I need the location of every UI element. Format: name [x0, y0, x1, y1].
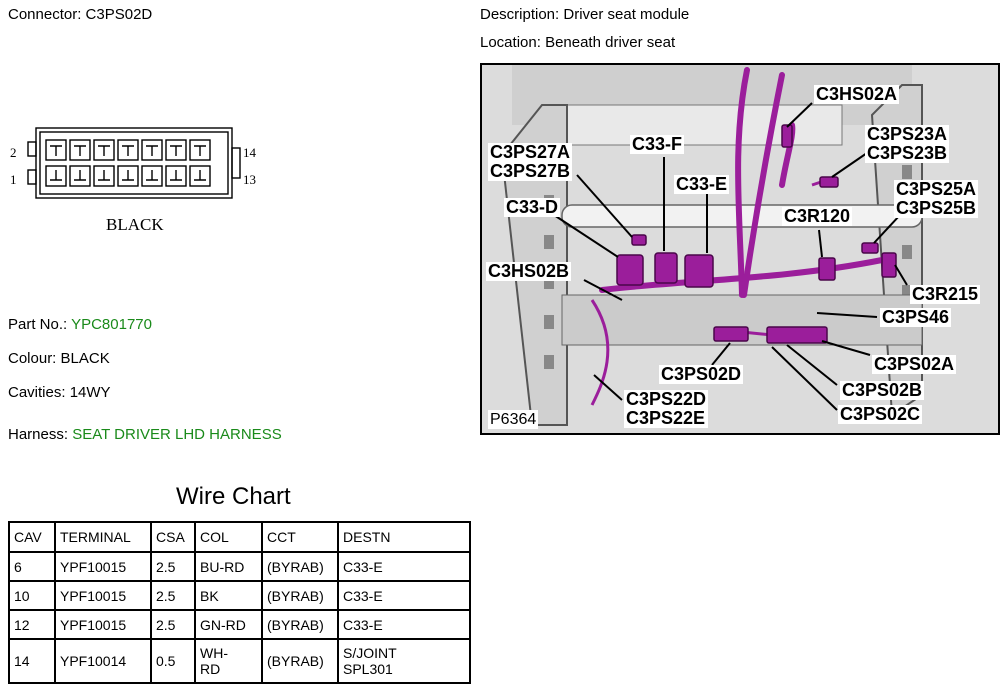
- connector-face-diagram: [27, 127, 241, 199]
- callout-c33f: C33-F: [630, 134, 685, 154]
- cell-csa: 0.5: [150, 638, 196, 684]
- callout-c3r215: C3R215: [910, 284, 981, 304]
- cell-cct: (BYRAB): [261, 580, 339, 611]
- harness-line: Harness: SEAT DRIVER LHD HARNESS: [8, 426, 282, 443]
- callout-c3hs02a: C3HS02A: [814, 84, 900, 104]
- location-line: Location: Beneath driver seat: [480, 34, 675, 51]
- cell-cct: (BYRAB): [261, 638, 339, 684]
- cell-col: WH- RD: [194, 638, 263, 684]
- callout-c33e: C33-E: [674, 174, 730, 194]
- location-photo: C3HS02A C3PS23A C3PS23B C3PS27A C3PS27B …: [480, 63, 1000, 435]
- callout-leader-lines: [553, 102, 908, 411]
- table-row: 12 YPF10015 2.5 GN-RD (BYRAB) C33-E: [8, 609, 471, 640]
- cell-destn: C33-E: [337, 609, 471, 640]
- callout-c3ps27: C3PS27A C3PS27B: [488, 142, 573, 181]
- cavities-value: 14WY: [69, 384, 111, 401]
- connector-label: Connector:: [8, 6, 82, 23]
- location-value: Beneath driver seat: [545, 34, 676, 51]
- description-label: Description:: [480, 6, 560, 23]
- column-header-col: COL: [194, 521, 263, 553]
- callout-c3r120: C3R120: [782, 206, 853, 226]
- cell-cct: (BYRAB): [261, 551, 339, 582]
- description-value: Driver seat module: [563, 6, 690, 23]
- connector-color-caption: BLACK: [106, 215, 164, 234]
- figure-id: P6364: [488, 410, 539, 429]
- cell-cav: 12: [8, 609, 56, 640]
- cell-csa: 2.5: [150, 551, 196, 582]
- callout-c3ps02b: C3PS02B: [840, 380, 925, 400]
- connector-line: Connector: C3PS02D: [8, 6, 152, 23]
- colour-value: BLACK: [60, 350, 110, 367]
- part-no-value: YPC801770: [71, 316, 152, 333]
- part-no-label: Part No.:: [8, 316, 68, 333]
- colour-label: Colour:: [8, 350, 57, 367]
- cell-col: BK: [194, 580, 263, 611]
- connector-value: C3PS02D: [85, 6, 153, 23]
- cell-terminal: YPF10014: [54, 638, 152, 684]
- cell-cav: 14: [8, 638, 56, 684]
- cell-col: BU-RD: [194, 551, 263, 582]
- callout-c3ps22: C3PS22D C3PS22E: [624, 389, 709, 428]
- column-header-csa: CSA: [150, 521, 196, 553]
- column-header-cct: CCT: [261, 521, 339, 553]
- callout-c33d: C33-D: [504, 197, 561, 217]
- column-header-cav: CAV: [8, 521, 56, 553]
- callout-c3ps25: C3PS25A C3PS25B: [894, 179, 979, 218]
- callout-c3ps02a: C3PS02A: [872, 354, 957, 374]
- cell-destn: C33-E: [337, 551, 471, 582]
- cavities-label: Cavities:: [8, 384, 66, 401]
- cavities-line: Cavities: 14WY: [8, 384, 111, 401]
- cell-cav: 6: [8, 551, 56, 582]
- cell-cct: (BYRAB): [261, 609, 339, 640]
- cell-cav: 10: [8, 580, 56, 611]
- cell-terminal: YPF10015: [54, 551, 152, 582]
- callout-c3ps46: C3PS46: [880, 307, 952, 327]
- cell-col: GN-RD: [194, 609, 263, 640]
- callout-c3ps02d: C3PS02D: [659, 364, 744, 384]
- description-line: Description: Driver seat module: [480, 6, 689, 23]
- wire-chart-table: CAV TERMINAL CSA COL CCT DESTN 6 YPF1001…: [8, 521, 471, 684]
- pin-label-1: 1: [10, 172, 17, 187]
- harness-value: SEAT DRIVER LHD HARNESS: [72, 426, 282, 443]
- wire-chart-title: Wire Chart: [176, 483, 291, 510]
- cell-csa: 2.5: [150, 609, 196, 640]
- callout-c3ps02c: C3PS02C: [838, 404, 923, 424]
- cell-terminal: YPF10015: [54, 609, 152, 640]
- table-row: 14 YPF10014 0.5 WH- RD (BYRAB) S/JOINT S…: [8, 638, 471, 684]
- harness-label: Harness:: [8, 426, 69, 443]
- table-row: 6 YPF10015 2.5 BU-RD (BYRAB) C33-E: [8, 551, 471, 582]
- callout-c3hs02b: C3HS02B: [486, 261, 572, 281]
- pin-label-13: 13: [243, 172, 256, 187]
- cell-csa: 2.5: [150, 580, 196, 611]
- location-label: Location:: [480, 34, 541, 51]
- column-header-terminal: TERMINAL: [54, 521, 152, 553]
- pin-label-14: 14: [243, 145, 256, 160]
- colour-line: Colour: BLACK: [8, 350, 110, 367]
- table-row: 10 YPF10015 2.5 BK (BYRAB) C33-E: [8, 580, 471, 611]
- column-header-destn: DESTN: [337, 521, 471, 553]
- pin-label-2: 2: [10, 145, 17, 160]
- callout-c3ps23: C3PS23A C3PS23B: [865, 124, 950, 163]
- cell-terminal: YPF10015: [54, 580, 152, 611]
- part-no-line: Part No.: YPC801770: [8, 316, 152, 333]
- cell-destn: S/JOINT SPL301: [337, 638, 471, 684]
- table-header-row: CAV TERMINAL CSA COL CCT DESTN: [8, 521, 471, 553]
- cell-destn: C33-E: [337, 580, 471, 611]
